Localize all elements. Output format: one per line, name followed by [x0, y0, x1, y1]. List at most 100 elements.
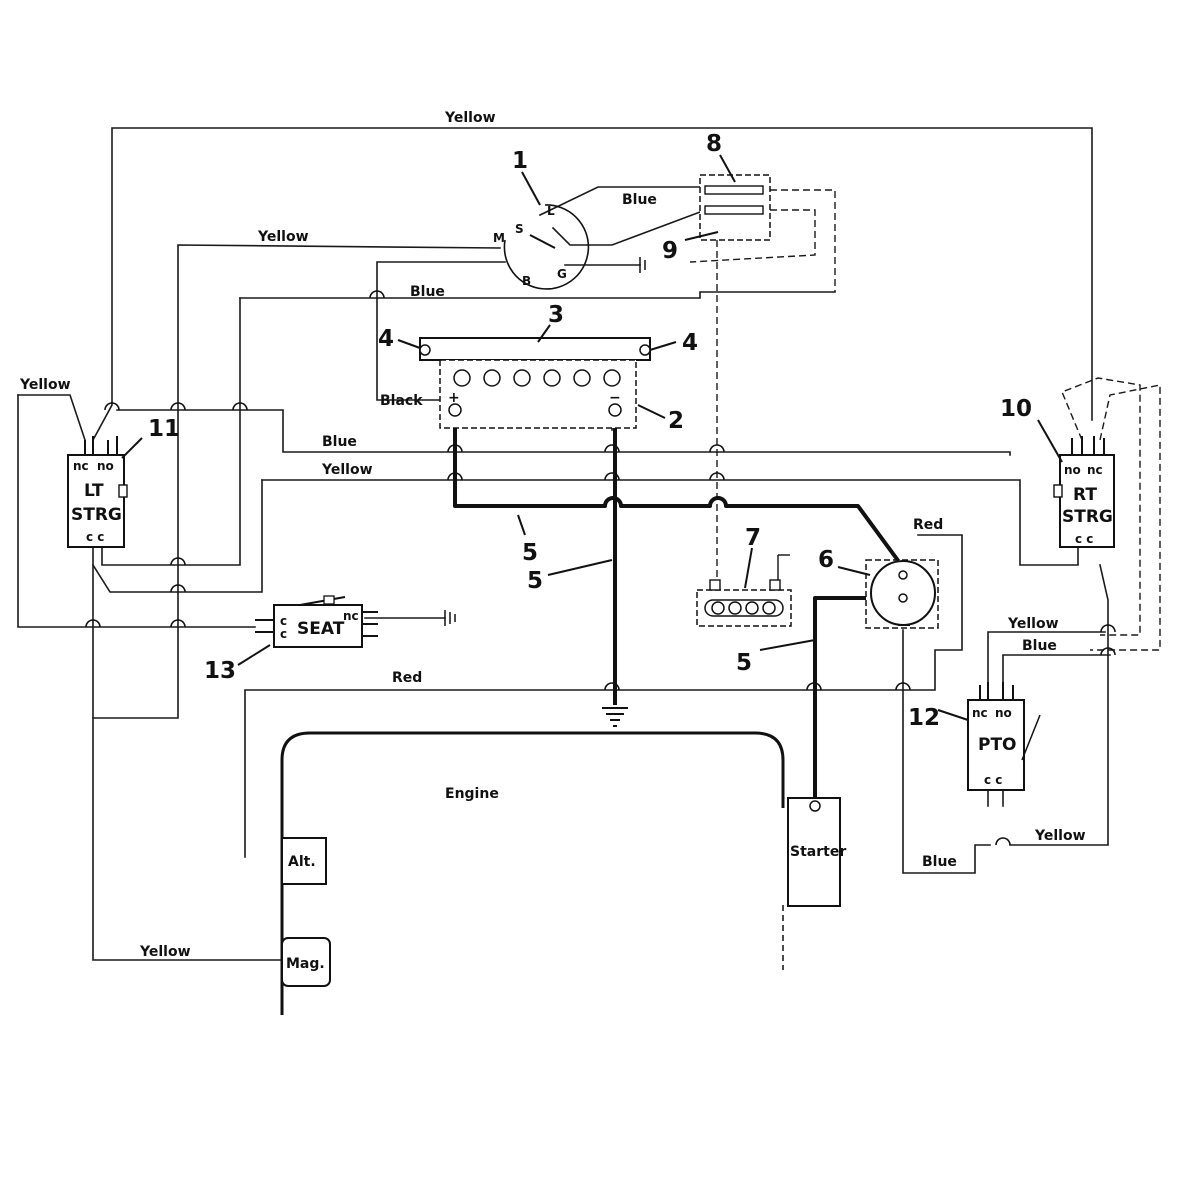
hop	[170, 584, 186, 593]
rt-strg-line2: STRG	[1062, 507, 1113, 527]
battery: + −	[419, 337, 651, 429]
callout-4b: 4	[682, 330, 698, 356]
battery-plus-sign: +	[448, 390, 460, 406]
callout-5b: 5	[527, 568, 543, 594]
lt-strg-nc: nc	[73, 459, 89, 473]
pto-nc: nc	[972, 706, 988, 720]
battery-minus-sign: −	[609, 390, 621, 406]
wire-yellow-left	[17, 394, 87, 442]
seat-c2: c	[280, 627, 287, 641]
callout-8: 8	[706, 131, 722, 157]
wire-blue-bus	[116, 409, 1011, 456]
wire-blue-pto	[1002, 654, 1111, 686]
hop	[232, 402, 248, 411]
hop	[604, 472, 620, 481]
wire-right-loop2	[1090, 384, 1161, 651]
ground-symbol	[602, 707, 628, 727]
rt-strg-no: no	[1064, 463, 1081, 477]
callout-5c: 5	[736, 650, 752, 676]
hop	[85, 619, 101, 628]
hop	[995, 837, 1011, 846]
seat-switch: c c SEAT nc	[255, 595, 456, 648]
wire-red-bottom	[244, 534, 963, 858]
callout-7: 7	[745, 525, 761, 551]
battery-post-negative	[608, 403, 622, 417]
callout-9: 9	[662, 238, 678, 264]
alternator	[281, 837, 327, 885]
magneto	[281, 937, 331, 987]
hop	[170, 619, 186, 628]
rectifier	[696, 554, 792, 627]
wire-yellow-bus-left	[91, 479, 263, 593]
callout-13: 13	[204, 658, 236, 684]
seat-label: SEAT	[297, 619, 345, 639]
wires	[17, 127, 1161, 961]
callout-11: 11	[148, 416, 180, 442]
wire-right-loop	[1061, 377, 1141, 636]
switch-terminal-g: G	[557, 267, 567, 281]
rt-strg-line1: RT	[1073, 485, 1097, 505]
hop	[1100, 624, 1116, 633]
starter-solenoid	[865, 559, 939, 629]
battery-post-positive	[448, 403, 462, 417]
label-yellow-bottom-right: Yellow	[1034, 828, 1086, 844]
label-blue-top: Blue	[622, 192, 657, 208]
rt-strg-switch: no nc RT STRG c c	[1053, 436, 1115, 548]
hop	[104, 402, 120, 411]
battery-cell	[483, 369, 501, 387]
seat-c1: c	[280, 614, 287, 628]
lt-strg-line2: STRG	[71, 505, 122, 525]
callout-5a: 5	[522, 540, 538, 566]
label-black: Black	[380, 393, 423, 409]
wire-yellow-mag	[92, 717, 284, 961]
lt-strg-c: c c	[86, 530, 104, 544]
battery-cables	[453, 408, 907, 808]
starter-label: Starter	[790, 844, 846, 860]
pto-label: PTO	[978, 735, 1017, 755]
label-blue-bottom-right: Blue	[922, 854, 957, 870]
label-blue-pto: Blue	[1022, 638, 1057, 654]
label-red-right: Red	[913, 517, 943, 533]
switch-terminal-b: B	[522, 274, 531, 288]
hop	[1100, 647, 1116, 656]
cable-positive	[453, 408, 907, 572]
hop	[170, 557, 186, 566]
battery-cell	[573, 369, 591, 387]
wire-blue-top	[538, 186, 701, 217]
battery-case	[439, 359, 637, 429]
label-blue-bus: Blue	[322, 434, 357, 450]
callout-3: 3	[548, 302, 564, 328]
callout-10: 10	[1000, 396, 1032, 422]
label-yellow-pto: Yellow	[1007, 616, 1059, 632]
holddown-bolt-right	[639, 344, 651, 356]
label-yellow-left: Yellow	[19, 377, 71, 393]
pto-c: c c	[984, 773, 1002, 787]
label-yellow-top: Yellow	[444, 110, 496, 126]
hop	[895, 682, 911, 691]
wire-left-seat	[17, 394, 256, 628]
battery-cell	[603, 369, 621, 387]
lt-strg-no: no	[97, 459, 114, 473]
hop	[170, 402, 186, 411]
pto-no: no	[995, 706, 1012, 720]
holddown-bolt-left	[419, 344, 431, 356]
battery-cell	[513, 369, 531, 387]
wire-pto-bottom	[987, 789, 1004, 807]
switch-terminal-s: S	[515, 222, 524, 236]
lt-strg-line1: LT	[84, 481, 104, 501]
callout-1: 1	[512, 148, 528, 174]
battery-cell	[453, 369, 471, 387]
hop	[604, 444, 620, 453]
hop	[369, 290, 385, 299]
wire-l-switch	[551, 210, 702, 246]
fuse-block	[699, 174, 771, 241]
wire-yellow-top	[91, 127, 1093, 442]
switch-terminal-m: M	[493, 231, 505, 245]
alternator-label: Alt.	[288, 854, 316, 870]
callouts: 1 2 3 4 4 5 5 5 6 7 8 9 10 11 12 13	[121, 131, 1063, 731]
wire-fuse-right2	[689, 209, 816, 263]
magneto-label: Mag.	[286, 956, 325, 972]
seat-nc: nc	[343, 609, 359, 623]
lt-strg-switch: nc no LT STRG c c	[67, 436, 128, 548]
